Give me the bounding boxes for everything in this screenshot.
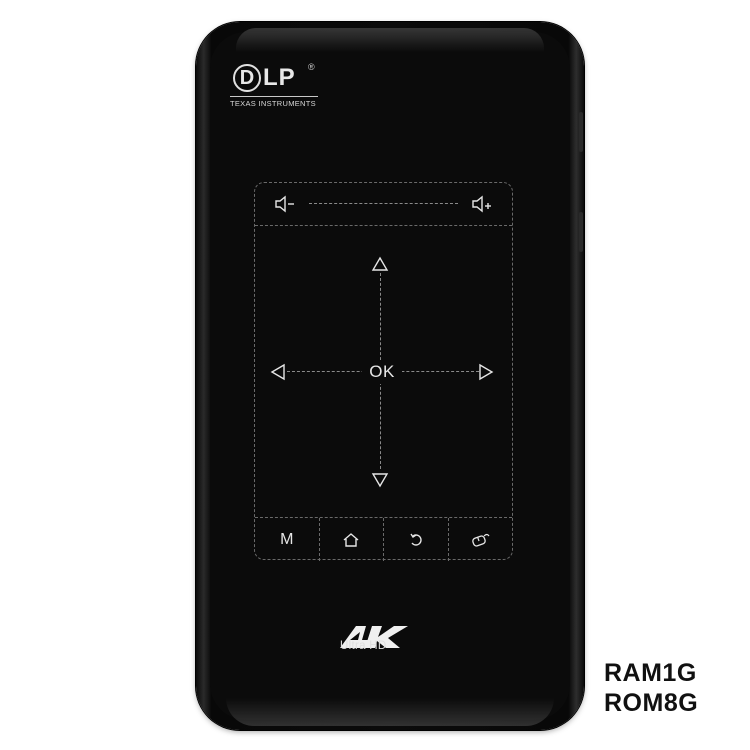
spec-block: RAM1G ROM8G [604, 658, 744, 718]
back-icon [410, 533, 422, 546]
button-row: M [255, 517, 512, 561]
4k-logo: 4K [338, 612, 408, 648]
bottom-edge-highlight [226, 698, 554, 726]
dlp-logo-text: LP [263, 64, 296, 91]
side-button-upper[interactable] [579, 112, 583, 152]
4k-text: 4K [338, 612, 358, 626]
logo-divider [230, 96, 318, 97]
left-arrow-icon[interactable] [270, 362, 286, 382]
rom-spec: ROM8G [604, 689, 699, 717]
dlp-logo: D LP ® TEXAS INSTRUMENTS [230, 62, 322, 112]
menu-button[interactable]: M [255, 518, 320, 561]
menu-button-label: M [280, 530, 294, 548]
ram-spec: RAM1G [604, 659, 697, 687]
touchpad[interactable]: M [254, 182, 513, 561]
mouse-button[interactable] [449, 518, 513, 561]
down-arrow-icon[interactable] [370, 472, 390, 488]
texas-instruments-label: TEXAS INSTRUMENTS [230, 99, 316, 108]
ultra-hd-label: Ultra HD [340, 640, 387, 652]
side-button-lower[interactable] [579, 212, 583, 252]
right-arrow-icon[interactable] [478, 362, 494, 382]
up-arrow-icon[interactable] [370, 256, 390, 272]
home-icon [343, 532, 359, 547]
volume-down-icon[interactable] [273, 193, 297, 215]
registered-mark: ® [308, 62, 315, 72]
top-edge-highlight [236, 28, 544, 52]
volume-slider-row[interactable] [255, 183, 512, 226]
mouse-icon [472, 533, 490, 547]
home-button[interactable] [320, 518, 384, 561]
volume-up-icon[interactable] [470, 193, 494, 215]
back-button[interactable] [384, 518, 449, 561]
volume-track[interactable] [309, 203, 458, 204]
ok-button[interactable]: OK [362, 360, 402, 384]
dlp-logo-circle-letter: D [233, 64, 261, 92]
